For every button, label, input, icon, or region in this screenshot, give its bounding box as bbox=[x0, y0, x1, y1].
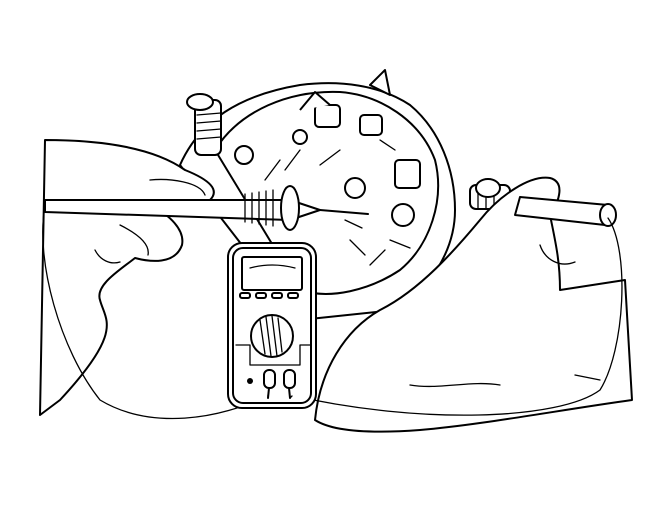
meter-jack bbox=[247, 378, 253, 384]
meter-display bbox=[241, 256, 303, 291]
left-hand bbox=[39, 139, 215, 416]
meter-jack bbox=[263, 369, 276, 389]
alternator bbox=[179, 69, 511, 321]
multimeter bbox=[227, 242, 317, 409]
meter-button bbox=[255, 292, 267, 299]
meter-button bbox=[239, 292, 251, 299]
test-probe-black bbox=[289, 196, 623, 416]
terminal-stud-left bbox=[186, 93, 222, 156]
meter-button bbox=[287, 292, 299, 299]
test-probe-red bbox=[42, 185, 369, 420]
meter-jack bbox=[283, 369, 296, 389]
meter-button bbox=[271, 292, 283, 299]
rotary-selector-dial bbox=[250, 314, 294, 358]
